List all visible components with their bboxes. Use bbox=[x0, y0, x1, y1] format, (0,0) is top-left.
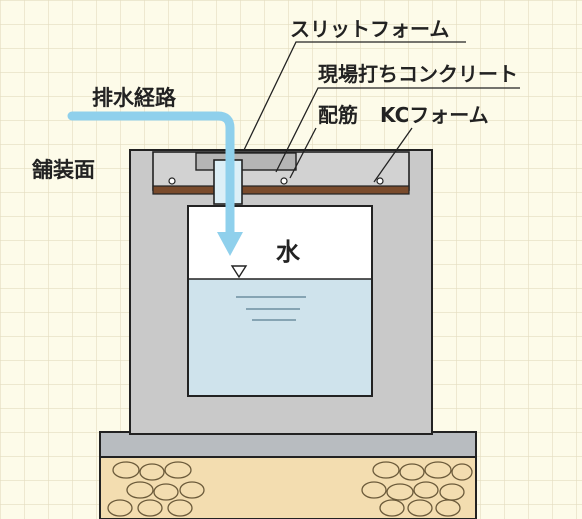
foundation-slab bbox=[99, 431, 477, 458]
label-kc-form: KCフォーム bbox=[380, 103, 489, 127]
drainage-arrowhead bbox=[217, 232, 243, 256]
label-pavement-surface: 舗装面 bbox=[32, 158, 95, 182]
water-body bbox=[189, 279, 371, 395]
label-rebar: 配筋 bbox=[318, 103, 358, 127]
label-slit-form: スリットフォーム bbox=[290, 17, 450, 41]
drainage-route-arrow bbox=[67, 111, 235, 243]
label-drainage-route: 排水経路 bbox=[92, 86, 176, 110]
rebar-bar bbox=[152, 185, 410, 195]
gravel-layer bbox=[99, 454, 477, 519]
label-water: 水 bbox=[276, 238, 300, 266]
rebar-dots bbox=[168, 177, 384, 185]
water-ripples bbox=[236, 296, 306, 321]
label-cast-in-place-concrete: 現場打ちコンクリート bbox=[318, 62, 518, 86]
leader-lines bbox=[243, 41, 520, 183]
water-level-marker bbox=[230, 265, 248, 279]
gravel-stones bbox=[107, 461, 473, 517]
